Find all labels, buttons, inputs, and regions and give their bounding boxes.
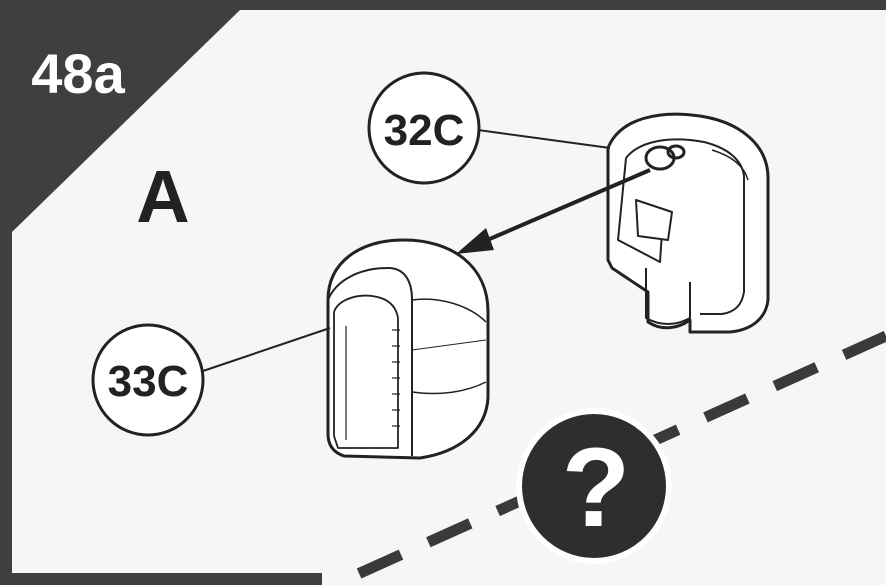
- part-33c-drawing: [328, 240, 488, 458]
- help-icon: ?: [516, 408, 672, 564]
- callout-33c-label: 33C: [108, 357, 189, 406]
- help-glyph: ?: [562, 425, 630, 550]
- callout-32c-label: 32C: [384, 106, 465, 155]
- callout-32c: 32C: [369, 73, 479, 183]
- callout-33c: 33C: [93, 325, 203, 435]
- step-number: 48a: [31, 42, 125, 105]
- variant-label: A: [136, 155, 189, 238]
